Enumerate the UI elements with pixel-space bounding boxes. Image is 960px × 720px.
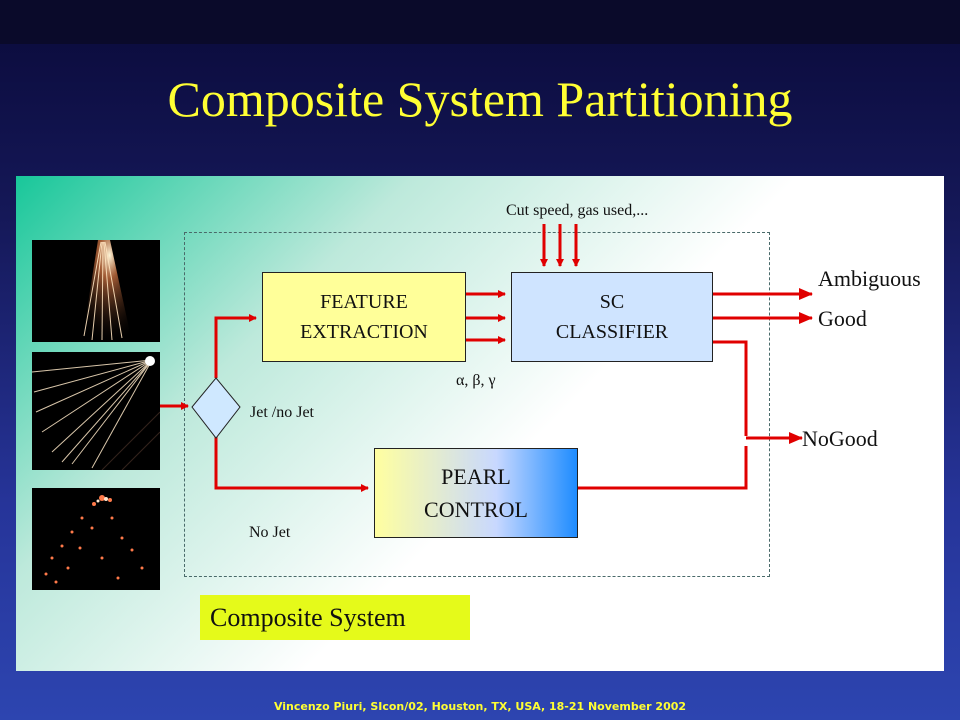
output-nogood: NoGood <box>802 426 878 451</box>
classifier-label-line2: CLASSIFIER <box>555 321 669 343</box>
feature-label-line2: EXTRACTION <box>300 321 428 343</box>
feature-label-line1: FEATURE <box>320 291 408 313</box>
output-good: Good <box>818 306 867 331</box>
feature-extraction-block: FEATURE EXTRACTION <box>262 272 466 362</box>
jet-decision-label: Jet /no Jet <box>250 404 314 421</box>
composite-system-label: Composite System <box>200 595 470 640</box>
top-bar <box>0 0 960 44</box>
classifier-inputs-label: Cut speed, gas used,... <box>506 202 649 219</box>
signal-wires <box>160 224 813 492</box>
nogood-pearl-wire <box>576 446 748 490</box>
spark-scatter-photo <box>32 488 160 590</box>
pearl-label-line1: PEARL <box>441 464 511 489</box>
jet-branch-wire <box>214 314 257 378</box>
diagram-panel: FEATURE EXTRACTION SC CLASSIFIER PEARL C… <box>16 176 944 671</box>
pearl-control-block: PEARL CONTROL <box>374 448 578 538</box>
output-ambiguous: Ambiguous <box>818 266 921 291</box>
sc-classifier-block: SC CLASSIFIER <box>511 272 713 362</box>
classifier-label-line1: SC <box>599 291 625 313</box>
spark-jet-photo <box>32 240 160 342</box>
nogood-classifier-wire <box>711 340 748 436</box>
classifier-params-label: α, β, γ <box>456 372 496 389</box>
jet-decision-diamond <box>191 377 241 439</box>
no-jet-label: No Jet <box>249 524 291 541</box>
slide-footer: Vincenzo Piuri, SIcon/02, Houston, TX, U… <box>273 700 687 713</box>
pearl-label-line2: CONTROL <box>424 497 528 522</box>
no-jet-branch-wire <box>214 436 369 492</box>
spark-fan-photo <box>32 352 160 470</box>
slide-title: Composite System Partitioning <box>167 71 793 127</box>
